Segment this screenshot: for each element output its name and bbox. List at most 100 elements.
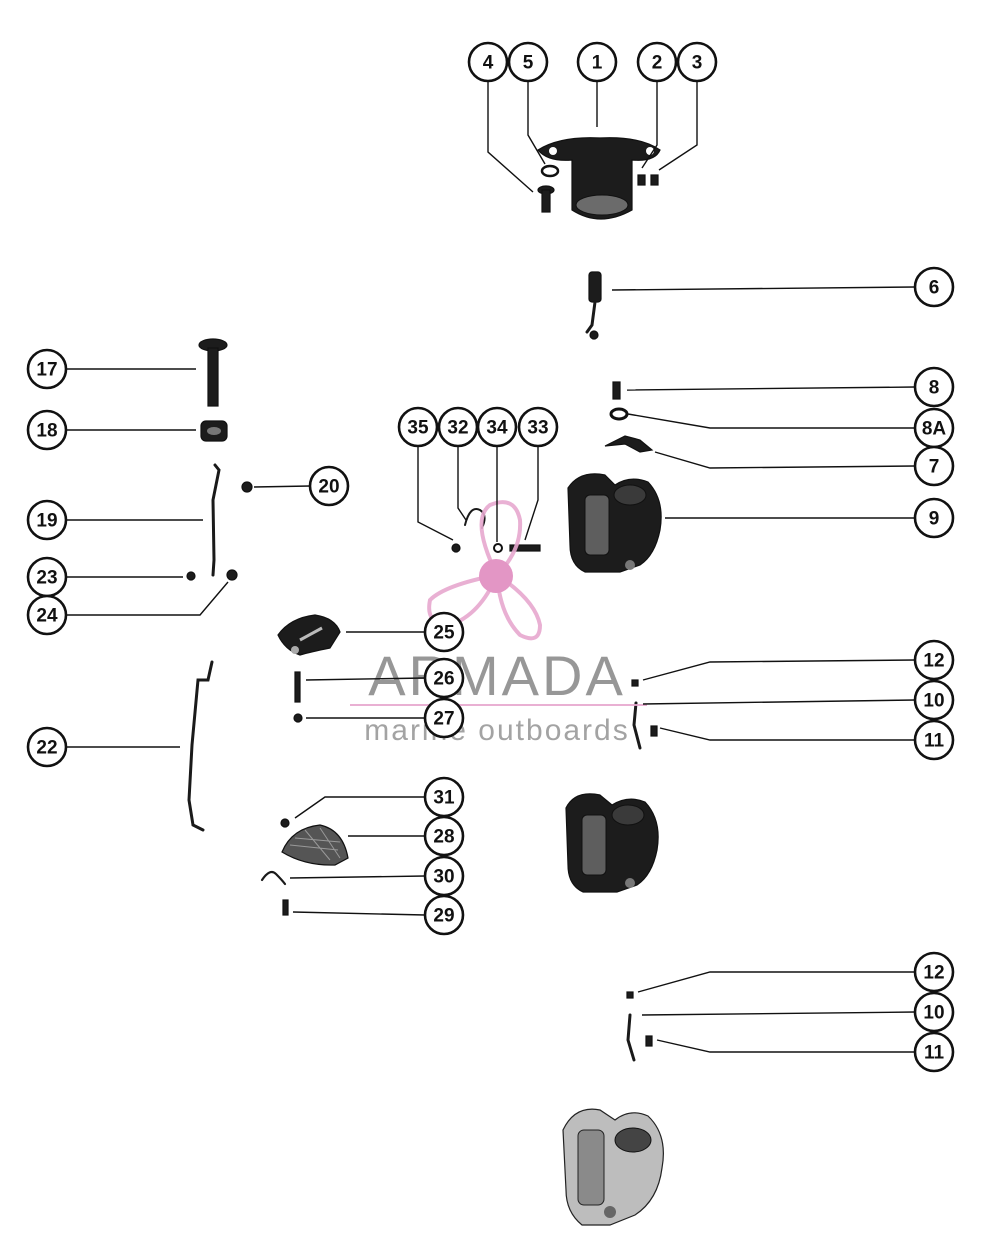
part-17-bolt xyxy=(198,338,228,407)
svg-text:12: 12 xyxy=(923,963,944,984)
callout-27: 27 xyxy=(423,697,465,739)
part-24-nut xyxy=(226,569,238,581)
part-6-spring xyxy=(585,271,602,340)
part-25-cover xyxy=(277,614,341,656)
callout-9: 9 xyxy=(913,497,955,539)
svg-text:18: 18 xyxy=(36,421,57,442)
callout-2: 2 xyxy=(636,41,678,83)
callout-18: 18 xyxy=(26,409,68,451)
svg-text:1: 1 xyxy=(592,53,603,74)
callout-19: 19 xyxy=(26,499,68,541)
callout-31: 31 xyxy=(423,776,465,818)
parts-illustrations xyxy=(186,137,664,1226)
watermark-tagline-text: marine outboards xyxy=(364,714,629,747)
svg-text:2: 2 xyxy=(652,53,663,74)
callout-11: 11 xyxy=(913,719,955,761)
watermark-brand-text: ARMADA xyxy=(368,644,626,707)
part-9-carburetor xyxy=(567,473,662,573)
part-29-screw xyxy=(282,899,289,916)
leader-lines xyxy=(28,80,916,1053)
svg-text:10: 10 xyxy=(923,1003,944,1024)
svg-text:32: 32 xyxy=(447,418,468,439)
svg-text:3: 3 xyxy=(692,53,703,74)
part-32-spring-clip xyxy=(464,508,486,529)
callout-32: 32 xyxy=(437,406,479,448)
callout-34: 34 xyxy=(476,406,518,448)
part-22-rod xyxy=(187,660,214,832)
svg-text:20: 20 xyxy=(318,477,339,498)
watermark-underline xyxy=(350,704,647,706)
part-12-nut xyxy=(631,679,639,687)
part-8-screw xyxy=(612,381,621,400)
svg-text:26: 26 xyxy=(433,669,454,690)
part-27-ball xyxy=(293,713,303,723)
svg-text:35: 35 xyxy=(407,418,429,439)
callout-29: 29 xyxy=(423,894,465,936)
callout-10: 10 xyxy=(913,679,955,721)
svg-text:24: 24 xyxy=(36,606,58,627)
part-11-screw-lower xyxy=(645,1035,653,1047)
part-34-pin xyxy=(493,543,503,553)
callout-26: 26 xyxy=(423,657,465,699)
callout-8: 8 xyxy=(913,366,955,408)
part-10-arm-lower xyxy=(626,1013,636,1062)
callout-35: 35 xyxy=(397,406,439,448)
svg-text:22: 22 xyxy=(36,738,57,759)
svg-text:8A: 8A xyxy=(922,419,947,440)
callouts: 4 5 1 2 3 6 17 8 8A 18 35 32 34 33 7 20 … xyxy=(26,41,955,1073)
callout-33: 33 xyxy=(517,406,559,448)
part-3-gasket xyxy=(650,174,659,186)
part-19-link-rod xyxy=(211,463,221,577)
callout-24: 24 xyxy=(26,594,68,636)
callout-6: 6 xyxy=(913,266,955,308)
part-8a-washer xyxy=(609,407,629,421)
svg-text:4: 4 xyxy=(483,53,494,74)
svg-text:31: 31 xyxy=(433,788,455,809)
svg-text:19: 19 xyxy=(36,511,57,532)
svg-text:11: 11 xyxy=(924,731,945,752)
svg-text:33: 33 xyxy=(527,418,548,439)
svg-text:9: 9 xyxy=(929,509,940,530)
svg-text:27: 27 xyxy=(433,709,454,730)
svg-text:5: 5 xyxy=(523,53,534,74)
part-28-screen xyxy=(281,824,349,866)
callout-1: 1 xyxy=(576,41,618,83)
part-35-ball xyxy=(451,543,461,553)
part-1-flange-adaptor xyxy=(537,137,661,220)
part-20-nut xyxy=(241,481,253,493)
part-30-spring xyxy=(260,870,287,886)
part-23-clip xyxy=(186,571,196,581)
callout-7: 7 xyxy=(913,445,955,487)
part-10-arm xyxy=(632,701,642,750)
part-7-lever xyxy=(604,435,654,453)
svg-text:29: 29 xyxy=(433,906,454,927)
part-18-grommet xyxy=(200,420,228,442)
carburetor-bottom xyxy=(562,1108,664,1226)
callout-23: 23 xyxy=(26,556,68,598)
svg-text:17: 17 xyxy=(36,360,57,381)
part-2-plug xyxy=(637,174,646,186)
armada-watermark: ARMADA marine outboards xyxy=(350,500,647,747)
propeller-logo xyxy=(427,500,543,641)
callout-12-lower: 12 xyxy=(913,951,955,993)
callout-11-lower: 11 xyxy=(913,1031,955,1073)
callout-28: 28 xyxy=(423,815,465,857)
part-31-ball xyxy=(280,818,290,828)
svg-text:12: 12 xyxy=(923,651,944,672)
svg-text:10: 10 xyxy=(923,691,944,712)
part-26-pin xyxy=(294,671,301,703)
svg-text:7: 7 xyxy=(929,457,940,478)
svg-text:8: 8 xyxy=(929,378,940,399)
callout-3: 3 xyxy=(676,41,718,83)
svg-text:6: 6 xyxy=(929,278,940,299)
callout-4: 4 xyxy=(467,41,509,83)
callout-12: 12 xyxy=(913,639,955,681)
callout-25: 25 xyxy=(423,611,465,653)
callout-5: 5 xyxy=(507,41,549,83)
part-11-screw xyxy=(650,725,658,737)
callout-30: 30 xyxy=(423,855,465,897)
part-4-screw xyxy=(537,185,555,213)
svg-text:23: 23 xyxy=(36,568,57,589)
svg-text:28: 28 xyxy=(433,827,454,848)
